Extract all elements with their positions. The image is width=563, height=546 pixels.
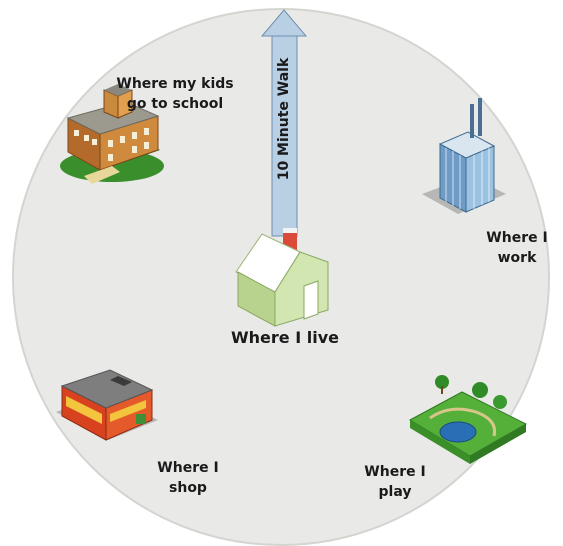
- office-building-icon: [422, 98, 506, 214]
- shop-label-line-1: Where I: [157, 460, 219, 476]
- shop-icon: [56, 369, 158, 441]
- play-label-line-1: Where I: [364, 464, 426, 480]
- school-label-line-2: go to school: [126, 96, 224, 112]
- shop-label: Where I shop: [148, 458, 228, 498]
- shop-label-line-2: shop: [169, 480, 207, 496]
- play-label-line-2: play: [378, 484, 412, 500]
- house-icon: [235, 228, 329, 327]
- work-label-line-1: Where I: [486, 230, 548, 246]
- school-label-line-1: Where my kids: [116, 76, 234, 92]
- home-label: Where I live: [231, 328, 339, 347]
- work-label: Where I work: [482, 228, 552, 268]
- park-icon: [408, 375, 528, 464]
- play-label: Where I play: [360, 462, 430, 502]
- arrow-label-text: 10 Minute Walk: [276, 57, 292, 181]
- school-label: Where my kids go to school: [105, 74, 245, 114]
- school-icon: [60, 84, 164, 184]
- work-label-line-2: work: [497, 250, 537, 266]
- walk-arrow: [260, 9, 308, 237]
